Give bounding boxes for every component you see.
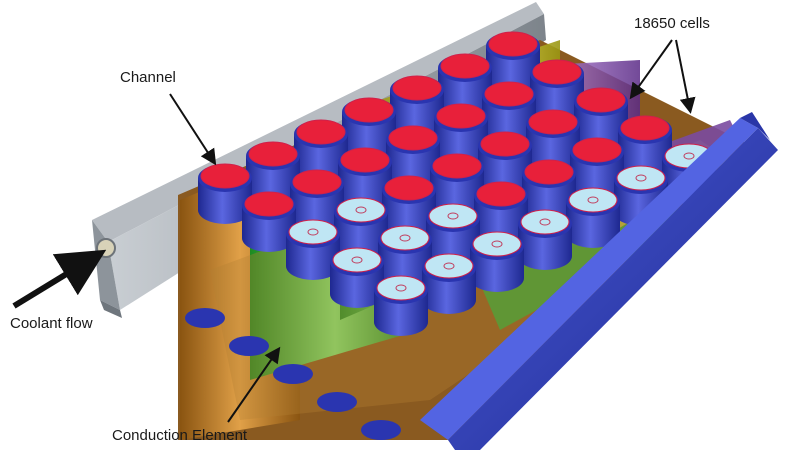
cell-top <box>620 115 670 141</box>
cell-top <box>392 75 442 101</box>
arrow-coolant <box>12 249 107 309</box>
cell <box>434 103 488 164</box>
cell <box>390 75 444 136</box>
cell-terminal <box>355 206 367 214</box>
arrow-conduction <box>227 346 281 423</box>
cell-top <box>200 163 250 189</box>
cell-top <box>344 97 394 123</box>
cell <box>474 181 528 242</box>
cell-top <box>568 187 618 213</box>
cell-terminal <box>635 174 647 182</box>
cell-terminal <box>395 284 407 292</box>
cell-top <box>248 141 298 167</box>
cell <box>482 81 536 142</box>
cell-top <box>296 119 346 145</box>
cell <box>470 231 524 292</box>
cell-top <box>340 147 390 173</box>
arrow-cells-a <box>629 39 673 100</box>
cell-terminal <box>443 262 455 270</box>
cell <box>286 219 340 280</box>
cell-top <box>476 181 526 207</box>
cell-terminal <box>539 218 551 226</box>
cell <box>330 247 384 308</box>
cell-top <box>244 191 294 217</box>
cell-top <box>520 209 570 235</box>
cell-bottom-end <box>229 336 269 356</box>
label-channel: Channel <box>120 69 176 86</box>
arrow-cells-b <box>675 39 696 114</box>
cell <box>242 191 296 252</box>
label-cells: 18650 cells <box>634 15 710 32</box>
side-plate <box>420 112 778 450</box>
cell-top <box>572 137 622 163</box>
cell-top <box>524 159 574 185</box>
cell-terminal <box>587 196 599 204</box>
cell <box>478 131 532 192</box>
cell <box>382 175 436 236</box>
cell <box>426 203 480 264</box>
cell-top <box>432 153 482 179</box>
cell <box>334 197 388 258</box>
arrow-channel <box>169 93 217 166</box>
channel-inlet <box>96 238 116 258</box>
cell-top <box>332 247 382 273</box>
cell <box>438 53 492 114</box>
cell <box>422 253 476 314</box>
cell-top <box>436 103 486 129</box>
cell-bottom-end <box>185 308 225 328</box>
cell-top <box>472 231 522 257</box>
label-coolant: Coolant flow <box>10 315 93 332</box>
cell-top <box>424 253 474 279</box>
cell <box>618 115 672 176</box>
cell-top <box>576 87 626 113</box>
cell <box>566 187 620 248</box>
cell <box>294 119 348 180</box>
cell-top <box>380 225 430 251</box>
cell-top <box>388 125 438 151</box>
cell <box>386 125 440 186</box>
cell-top <box>480 131 530 157</box>
cell-top <box>288 219 338 245</box>
cell <box>530 59 584 120</box>
cell-top <box>292 169 342 195</box>
cell-top <box>336 197 386 223</box>
cell-top <box>428 203 478 229</box>
cell-terminal <box>683 152 695 160</box>
cell <box>430 153 484 214</box>
cell-top <box>376 275 426 301</box>
cell-top <box>488 31 538 57</box>
cell <box>522 159 576 220</box>
cell-top <box>440 53 490 79</box>
cell-top <box>484 81 534 107</box>
cell <box>574 87 628 148</box>
label-conduction: Conduction Element <box>112 427 248 444</box>
cell-terminal <box>447 212 459 220</box>
cell <box>526 109 580 170</box>
cell <box>198 163 252 224</box>
cell-terminal <box>399 234 411 242</box>
cell-terminal <box>491 240 503 248</box>
cell-top <box>384 175 434 201</box>
cell <box>570 137 624 198</box>
cell-bottom-end <box>317 392 357 412</box>
cell-terminal <box>351 256 363 264</box>
cell <box>378 225 432 286</box>
cell-bottom-end <box>361 420 401 440</box>
cell <box>338 147 392 208</box>
cell <box>518 209 572 270</box>
cell <box>374 275 428 336</box>
cell-bottom-end <box>273 364 313 384</box>
cell-top <box>528 109 578 135</box>
cell <box>486 31 540 92</box>
cell-terminal <box>307 228 319 236</box>
cell <box>246 141 300 202</box>
cell-top <box>616 165 666 191</box>
cell <box>290 169 344 230</box>
cell-top <box>532 59 582 85</box>
cell <box>342 97 396 158</box>
